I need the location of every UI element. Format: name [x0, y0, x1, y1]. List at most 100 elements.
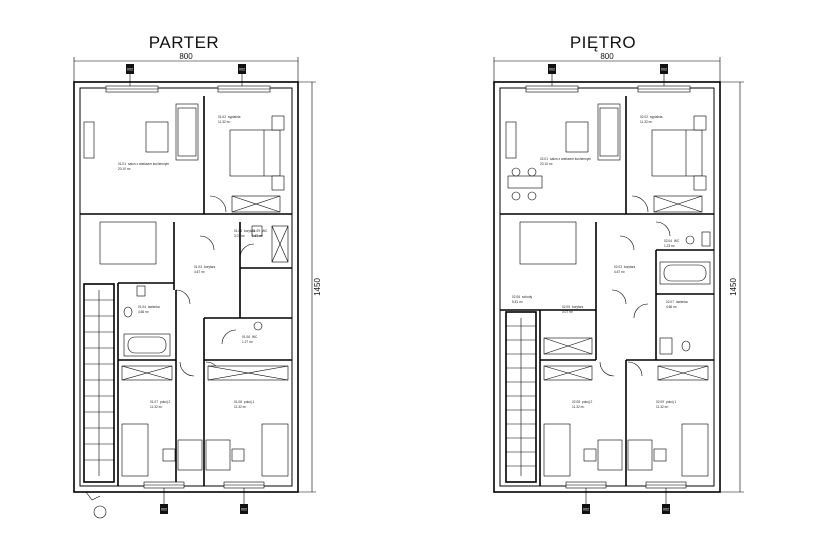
- width-dimension: 800: [493, 52, 721, 82]
- plan-title: PARTER: [149, 33, 219, 52]
- svg-text:11.32 m²: 11.32 m²: [234, 405, 246, 409]
- svg-text:pokój 1: pokój 1: [244, 400, 255, 404]
- plan-pietro: PIĘTRO 800 1450: [493, 33, 744, 514]
- bedroom-furniture: [209, 115, 285, 213]
- window-tag: 002: [663, 508, 669, 512]
- svg-text:02.02: 02.02: [640, 115, 648, 119]
- svg-text:WC: WC: [674, 239, 680, 243]
- plan-title: PIĘTRO: [570, 33, 636, 52]
- height-dimension: 1450: [720, 81, 744, 493]
- svg-text:korytarz: korytarz: [572, 305, 584, 309]
- svg-text:01.02: 01.02: [218, 115, 226, 119]
- outer-walls: [73, 81, 299, 493]
- svg-text:01.08: 01.08: [234, 400, 242, 404]
- room-furniture-pokoje: [543, 337, 709, 477]
- svg-text:WC: WC: [262, 229, 268, 233]
- svg-text:02.06: 02.06: [512, 295, 520, 299]
- interior-walls: [80, 96, 292, 486]
- staircase: [83, 283, 115, 519]
- window-tag: 002: [241, 508, 247, 512]
- svg-text:pokój 2: pokój 2: [582, 400, 593, 404]
- svg-text:3.07 m²: 3.07 m²: [234, 234, 245, 238]
- svg-text:1.23 m²: 1.23 m²: [664, 244, 675, 248]
- window-tags: 002 002 002 002: [126, 64, 248, 514]
- svg-text:sypialnia: sypialnia: [228, 115, 241, 119]
- window-tag: 002: [127, 68, 133, 72]
- svg-text:schody: schody: [522, 295, 533, 299]
- svg-text:3.07 m²: 3.07 m²: [562, 310, 573, 314]
- svg-text:02.01: 02.01: [540, 157, 548, 161]
- svg-text:02.05: 02.05: [562, 305, 570, 309]
- doors: [599, 235, 643, 377]
- window-tags: 002 002 002 002: [548, 64, 670, 514]
- room-furniture-pokoje: [121, 365, 289, 477]
- svg-text:1.67 m²: 1.67 m²: [252, 234, 263, 238]
- svg-text:02.08: 02.08: [572, 400, 580, 404]
- height-dimension-label: 1450: [313, 278, 322, 296]
- bathroom-fixtures: [123, 285, 191, 357]
- svg-text:salon z aneksem kuchennym: salon z aneksem kuchennym: [550, 157, 591, 161]
- height-dimension: 1450: [298, 81, 322, 493]
- svg-text:20.10 m²: 20.10 m²: [540, 162, 553, 166]
- window-tag: 002: [661, 68, 667, 72]
- svg-text:01.04: 01.04: [138, 305, 146, 309]
- svg-text:1.27 m²: 1.27 m²: [242, 340, 253, 344]
- svg-text:01.09: 01.09: [252, 229, 260, 233]
- window-tag: 002: [549, 68, 555, 72]
- svg-text:11.32 m²: 11.32 m²: [656, 405, 668, 409]
- doors: [179, 235, 255, 377]
- svg-text:11.32 m²: 11.32 m²: [572, 405, 584, 409]
- svg-text:pokój 1: pokój 1: [666, 400, 677, 404]
- width-dimension: 800: [73, 52, 299, 82]
- bedroom-furniture: [631, 115, 707, 213]
- svg-text:4.67 m²: 4.67 m²: [614, 270, 625, 274]
- outer-walls: [493, 81, 721, 493]
- svg-text:salon z aneksem kuchennym: salon z aneksem kuchennym: [128, 162, 169, 166]
- window-tag: 002: [239, 68, 245, 72]
- svg-text:łazienka: łazienka: [148, 305, 160, 309]
- svg-text:WC: WC: [252, 335, 258, 339]
- svg-text:02.04: 02.04: [664, 239, 672, 243]
- svg-text:sypialnia: sypialnia: [650, 115, 663, 119]
- svg-text:korytarz: korytarz: [204, 265, 216, 269]
- window-tag: 002: [161, 508, 167, 512]
- svg-text:02.07: 02.07: [666, 300, 674, 304]
- plan-parter: PARTER 800 1450: [73, 33, 322, 519]
- svg-text:pokój 2: pokój 2: [160, 400, 171, 404]
- svg-text:11.32 m²: 11.32 m²: [150, 405, 162, 409]
- svg-text:11.32 m²: 11.32 m²: [218, 120, 230, 124]
- staircase: [505, 311, 537, 483]
- svg-text:01.01: 01.01: [118, 162, 126, 166]
- hallway-cabinet: [251, 225, 289, 263]
- svg-text:11.32 m²: 11.32 m²: [640, 120, 652, 124]
- svg-text:korytarz: korytarz: [624, 265, 636, 269]
- windows: [105, 85, 271, 489]
- svg-text:02.09: 02.09: [656, 400, 664, 404]
- wc-fixtures: [655, 221, 711, 247]
- svg-text:02.03: 02.03: [614, 265, 622, 269]
- height-dimension-label: 1450: [729, 278, 738, 296]
- wc-fixtures: [221, 321, 263, 345]
- svg-text:4.66 m²: 4.66 m²: [666, 305, 677, 309]
- svg-text:korytarz: korytarz: [244, 229, 256, 233]
- svg-text:01.06: 01.06: [242, 335, 250, 339]
- living-room-furniture: [505, 103, 621, 265]
